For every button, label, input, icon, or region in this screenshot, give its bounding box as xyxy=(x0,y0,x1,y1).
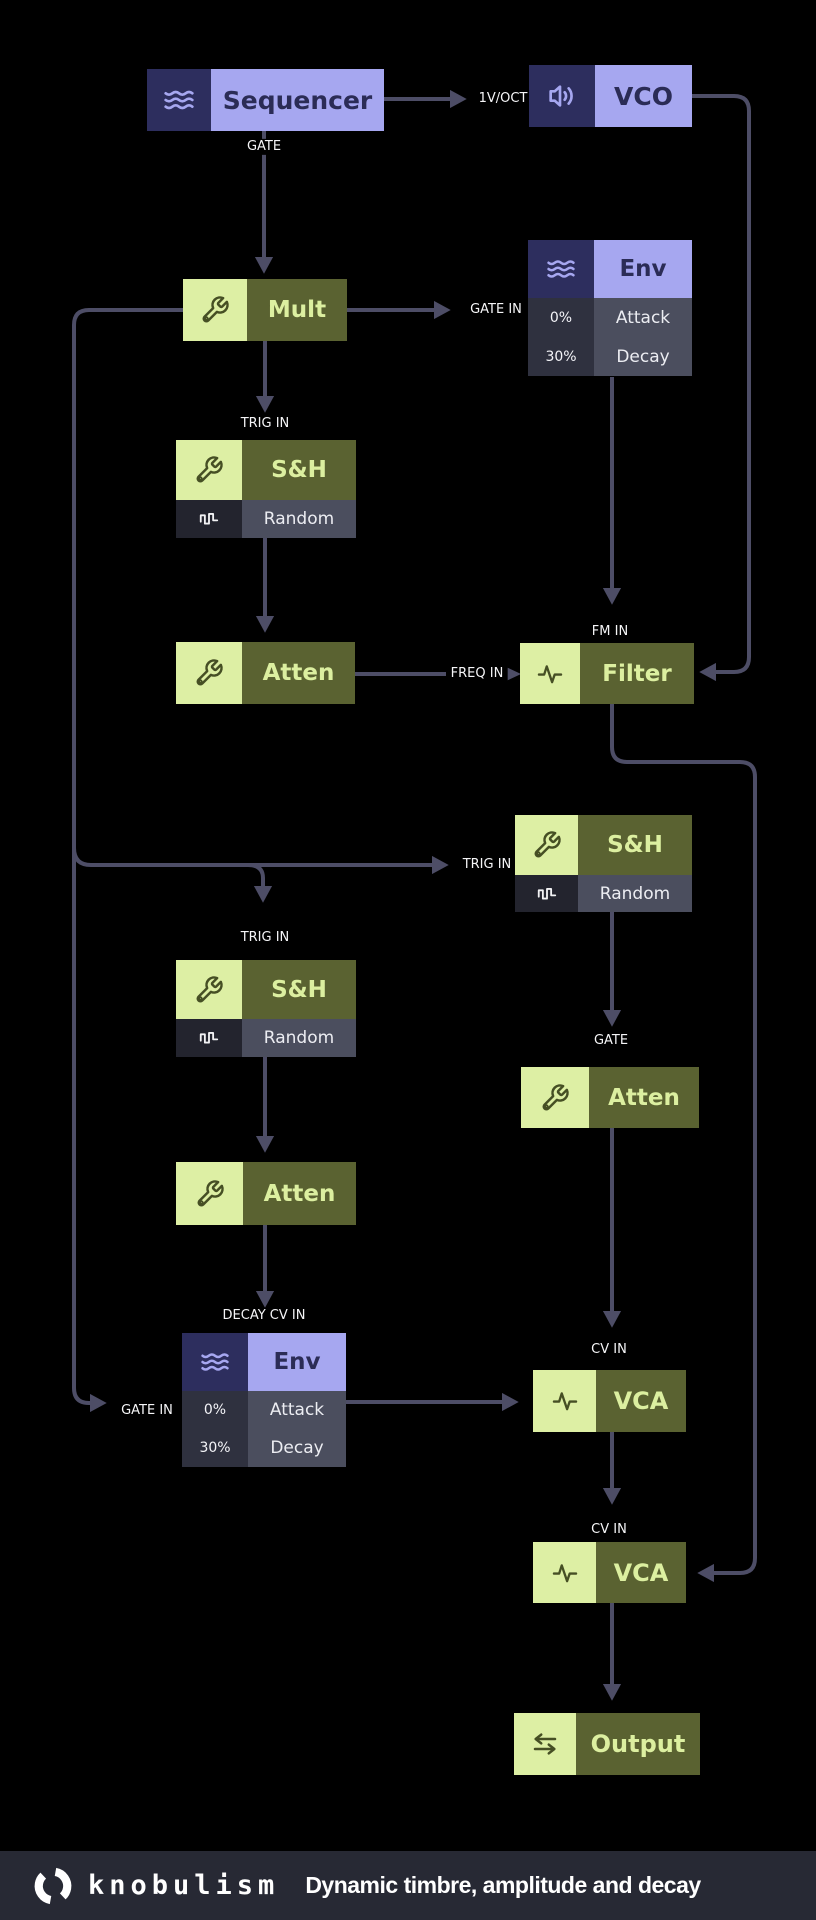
edge-label-cv-in-vca1: CV IN xyxy=(587,1341,631,1359)
node-label: S&H xyxy=(242,440,356,500)
node-vco: VCO xyxy=(529,65,692,127)
node-label: Atten xyxy=(243,1162,356,1225)
edge-label-trig-in-sh3: TRIG IN xyxy=(236,929,294,947)
waves-icon xyxy=(147,69,211,131)
sh-mode-label: Random xyxy=(578,875,692,912)
freq-in-arrowhead xyxy=(506,667,521,681)
node-label: Env xyxy=(248,1333,346,1391)
node-label: VCA xyxy=(596,1370,686,1432)
node-sh2: S&H Random xyxy=(515,815,692,912)
wrench-icon xyxy=(176,440,242,500)
env-decay-value: 30% xyxy=(528,337,594,376)
edge-label-1v-oct: 1V/OCT xyxy=(474,90,532,108)
node-filter: Filter xyxy=(520,643,694,704)
node-label: Filter xyxy=(580,643,694,704)
node-label: VCO xyxy=(595,65,692,127)
node-mult: Mult xyxy=(183,279,347,341)
activity-icon xyxy=(533,1542,596,1603)
activity-icon xyxy=(533,1370,596,1432)
footer-bar: knobulism Dynamic timbre, amplitude and … xyxy=(0,1851,816,1920)
sh-mode-label: Random xyxy=(242,1019,356,1057)
brand-logo-icon xyxy=(32,1865,74,1907)
edge-label-gate: GATE xyxy=(242,138,286,156)
edge-label-gate-in-env1: GATE IN xyxy=(466,301,526,319)
env-decay-label: Decay xyxy=(248,1429,346,1467)
node-sh1: S&H Random xyxy=(176,440,356,538)
env-attack-value: 0% xyxy=(182,1391,248,1429)
node-sh3: S&H Random xyxy=(176,960,356,1057)
waves-icon xyxy=(182,1333,248,1391)
edge-label-cv-in-vca2: CV IN xyxy=(587,1521,631,1539)
env-attack-label: Attack xyxy=(248,1391,346,1429)
brand-name: knobulism xyxy=(88,1870,280,1901)
node-atten3: Atten xyxy=(521,1067,699,1128)
node-env1: Env 0% Attack 30% Decay xyxy=(528,240,692,376)
node-env2: Env 0% Attack 30% Decay xyxy=(182,1333,346,1467)
activity-icon xyxy=(520,643,580,704)
env-decay-value: 30% xyxy=(182,1429,248,1467)
node-label: Atten xyxy=(242,642,355,704)
speaker-icon xyxy=(529,65,595,127)
node-output: Output xyxy=(514,1713,700,1775)
random-wave-icon xyxy=(515,875,578,912)
edge-label-trig-in-sh2: TRIG IN xyxy=(458,856,516,874)
node-label: Mult xyxy=(247,279,347,341)
node-label: VCA xyxy=(596,1542,686,1603)
node-label: S&H xyxy=(578,815,692,875)
wrench-icon xyxy=(176,960,242,1019)
edge-label-gate-in-env2: GATE IN xyxy=(117,1402,177,1420)
node-label: Env xyxy=(594,240,692,298)
random-wave-icon xyxy=(176,500,242,538)
edge-label-gate-sh2: GATE xyxy=(589,1032,633,1050)
env-decay-label: Decay xyxy=(594,337,692,376)
node-atten1: Atten xyxy=(176,642,355,704)
env-attack-value: 0% xyxy=(528,298,594,337)
waves-icon xyxy=(528,240,594,298)
random-wave-icon xyxy=(176,1019,242,1057)
sh-mode-label: Random xyxy=(242,500,356,538)
footer-tagline: Dynamic timbre, amplitude and decay xyxy=(305,1872,701,1898)
node-label: Output xyxy=(576,1713,700,1775)
edge-label-decay-cv-in: DECAY CV IN xyxy=(218,1307,310,1325)
env-attack-label: Attack xyxy=(594,298,692,337)
wrench-icon xyxy=(515,815,578,875)
edge-label-freq-in: FREQ IN xyxy=(446,665,508,683)
node-vca1: VCA xyxy=(533,1370,686,1432)
node-label: S&H xyxy=(242,960,356,1019)
node-atten2: Atten xyxy=(176,1162,356,1225)
wrench-icon xyxy=(176,1162,243,1225)
edge-label-fm-in: FM IN xyxy=(587,623,633,641)
swap-arrows-icon xyxy=(514,1713,576,1775)
node-sequencer: Sequencer xyxy=(147,69,384,131)
node-vca2: VCA xyxy=(533,1542,686,1603)
wrench-icon xyxy=(176,642,242,704)
wrench-icon xyxy=(521,1067,589,1128)
edge-label-trig-in-sh1: TRIG IN xyxy=(236,415,294,433)
node-label: Sequencer xyxy=(211,69,384,131)
node-label: Atten xyxy=(589,1067,699,1128)
wrench-icon xyxy=(183,279,247,341)
